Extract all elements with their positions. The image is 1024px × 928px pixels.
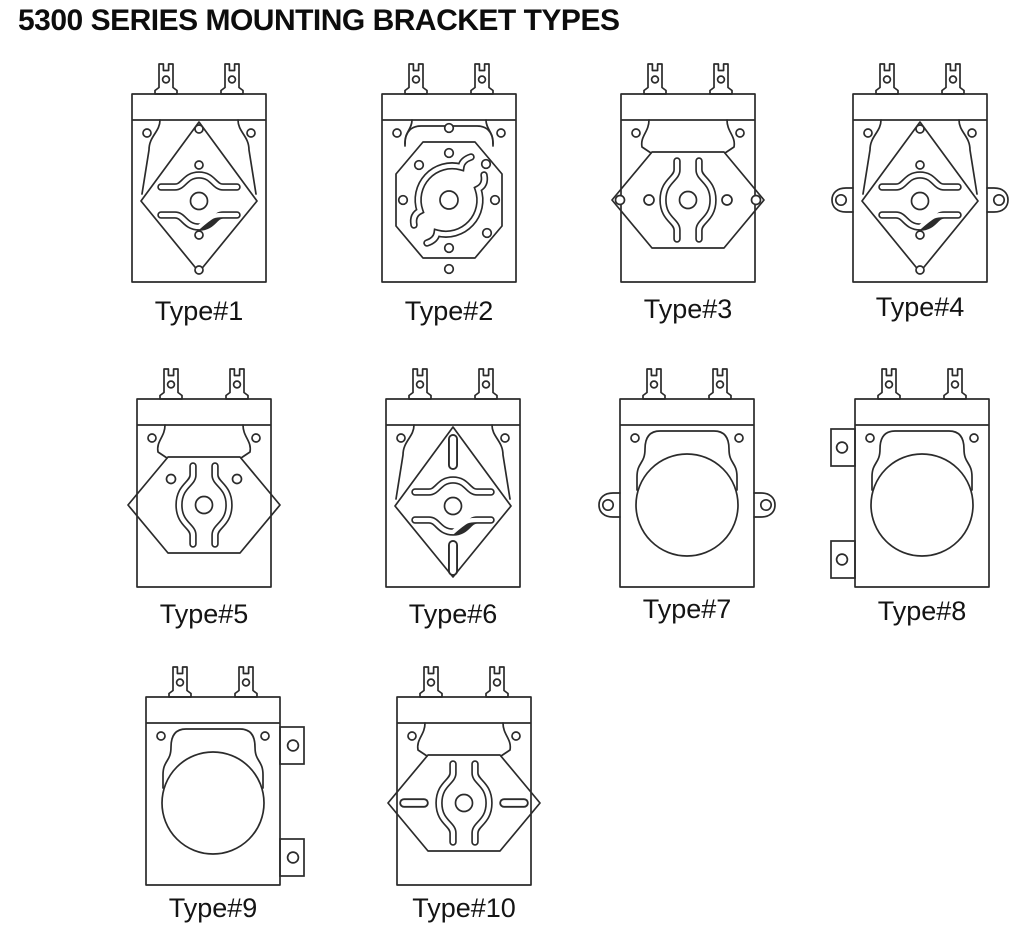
bracket-type-2-diagram (381, 54, 517, 283)
bracket-type-8-cell (822, 359, 1022, 591)
bracket-type-7-diagram (598, 359, 776, 588)
bracket-type-3-label: Type#3 (643, 294, 733, 324)
figure-title: 5300 SERIES MOUNTING BRACKET TYPES (18, 4, 620, 37)
bracket-type-10-cell (364, 657, 564, 889)
bracket-type-5-cell (104, 359, 304, 591)
bracket-type-10-label: Type#10 (412, 893, 516, 923)
bracket-type-6-cell (353, 359, 553, 591)
bracket-type-6-label: Type#6 (408, 599, 498, 629)
bracket-type-8-diagram (830, 359, 990, 588)
bracket-type-9-cell (113, 657, 313, 889)
bracket-type-4-diagram (831, 54, 1009, 283)
bracket-type-5-diagram (127, 359, 281, 588)
bracket-type-3-cell (588, 54, 788, 286)
bracket-type-1-cell (99, 54, 299, 286)
bracket-type-9-label: Type#9 (168, 893, 258, 923)
bracket-type-6-diagram (385, 359, 521, 588)
bracket-type-2-label: Type#2 (404, 296, 494, 326)
bracket-type-1-diagram (131, 54, 267, 283)
bracket-type-4-cell (820, 54, 1020, 286)
bracket-type-7-cell (587, 359, 787, 591)
bracket-type-10-diagram (387, 657, 541, 886)
bracket-type-9-diagram (145, 657, 305, 886)
bracket-type-4-label: Type#4 (875, 292, 965, 322)
bracket-type-8-label: Type#8 (877, 596, 967, 626)
bracket-type-3-diagram (611, 54, 765, 283)
bracket-type-7-label: Type#7 (642, 594, 732, 624)
bracket-type-2-cell (349, 54, 549, 286)
bracket-type-5-label: Type#5 (159, 599, 249, 629)
bracket-type-1-label: Type#1 (154, 296, 244, 326)
